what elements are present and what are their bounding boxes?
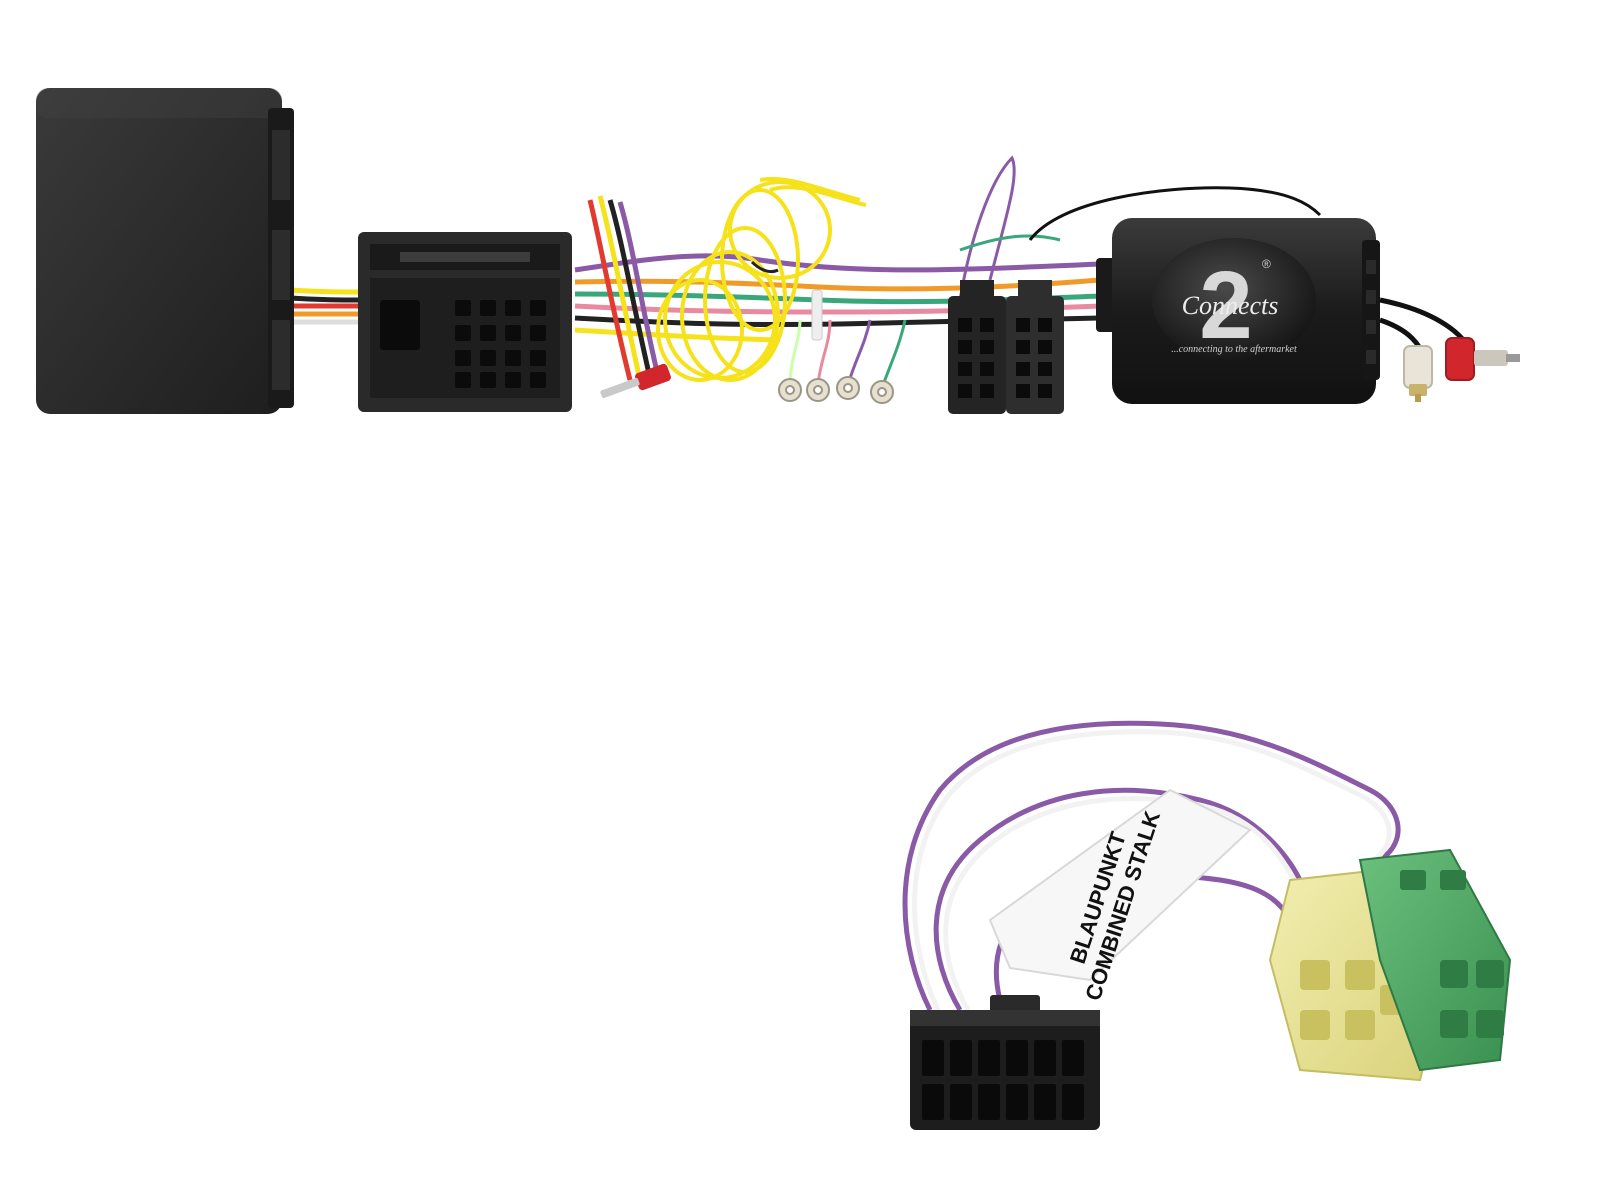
yellow-wire-coil — [656, 177, 867, 382]
logo-wordmark: Connects — [1182, 291, 1279, 320]
logo-tagline: ...connecting to the aftermarket — [1171, 344, 1297, 355]
connects2-module: 2 Connects ® ...connecting to the afterm… — [1096, 218, 1380, 404]
wire-bundle-left — [289, 287, 366, 325]
interface-harness: 2 Connects ® ...connecting to the afterm… — [36, 88, 1520, 414]
rca-plug-white — [1403, 345, 1433, 402]
logo-numeral: 2 — [1199, 252, 1252, 359]
spade-terminal — [600, 363, 671, 399]
label-tag: BLAUPUNKT COMBINED STALK — [988, 788, 1252, 1004]
iso-connector-pair — [948, 280, 1064, 414]
black-12-pin-connector — [910, 995, 1100, 1130]
quadlock-connector — [358, 232, 572, 412]
rca-plug-red — [1445, 337, 1520, 381]
green-mini-iso-connector — [1358, 848, 1512, 1072]
logo-badge — [1152, 238, 1316, 362]
patch-lead: BLAUPUNKT COMBINED STALK — [902, 720, 1512, 1130]
cable-tie — [811, 289, 823, 341]
registered-mark: ® — [1262, 257, 1271, 271]
interface-box — [36, 88, 294, 414]
ring-terminals — [778, 376, 894, 404]
